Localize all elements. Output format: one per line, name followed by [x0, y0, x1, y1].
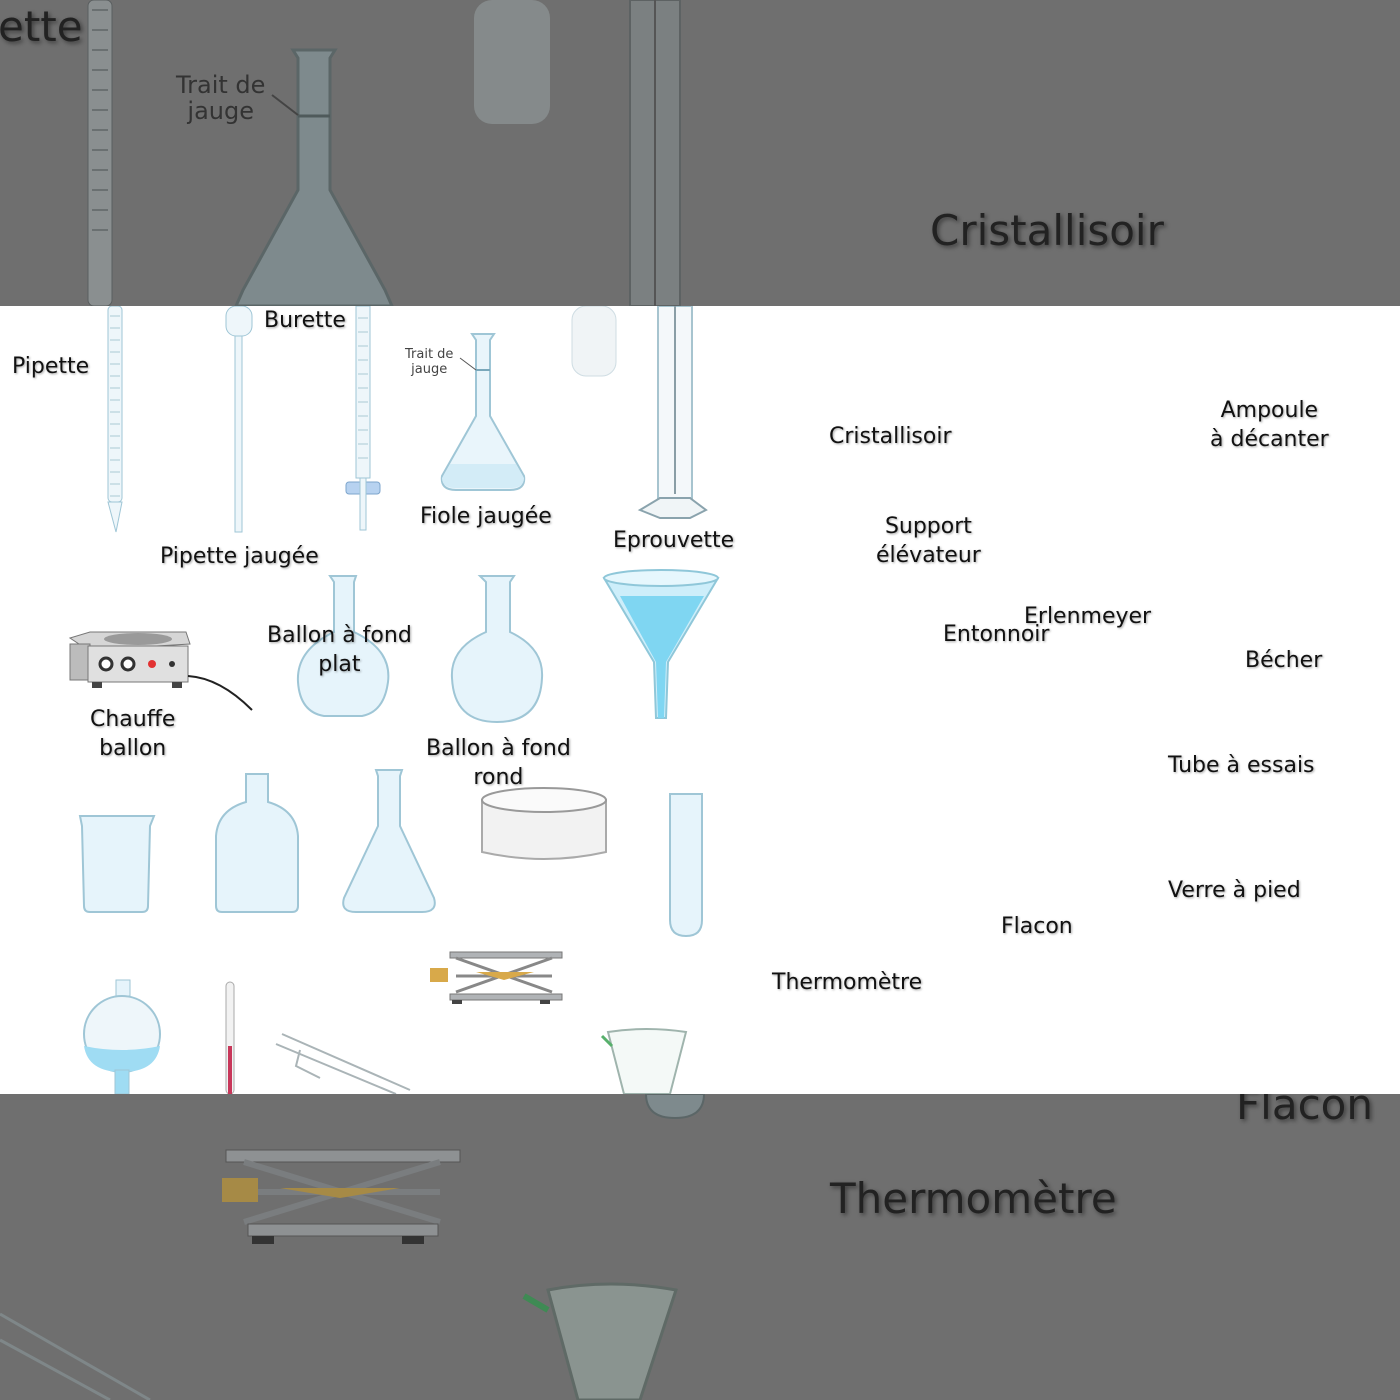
top-cristallisoir-label: Cristallisoir [930, 206, 1164, 255]
lab-equipment-panel: Pipette Burette Trait de jauge Fiole jau… [0, 306, 1400, 1094]
bottom-support-shape [222, 1149, 461, 1244]
label-ampoule-a-decanter: Ampoule à décanter [1210, 398, 1329, 452]
label-chauffe-ballon: Chauffe ballon [90, 707, 176, 761]
ballon-fond-rond-drawing [450, 575, 544, 724]
top-band-drawings [87, 0, 681, 306]
label-burette: Burette [264, 308, 346, 333]
fiole-jaugee-drawing [440, 333, 526, 491]
label-fiole-jaugee: Fiole jaugée [420, 504, 552, 529]
label-pipette: Pipette [12, 354, 90, 379]
glass-rod-drawing [275, 1033, 411, 1094]
label-tube-a-essais: Tube à essais [1168, 753, 1315, 778]
label-support-elevateur: Support élévateur [876, 514, 981, 568]
label-erlenmeyer: Erlenmeyer [1024, 604, 1152, 629]
burette-drawing [345, 306, 381, 531]
top-zoom-band: ette Trait de jauge Cristallisoir [0, 0, 1400, 306]
chauffe-ballon-drawing [68, 631, 253, 711]
lab-equipment-drawings [68, 306, 720, 1094]
label-eprouvette: Eprouvette [613, 528, 735, 553]
top-partial-label: ette [0, 2, 83, 51]
label-ballon-fond-rond: Ballon à fond rond [426, 736, 571, 790]
top-pipette-shape [87, 0, 113, 306]
label-flacon: Flacon [1001, 914, 1073, 939]
label-entonnoir: Entonnoir [943, 622, 1050, 647]
top-bottle-shape [474, 0, 550, 124]
erlenmeyer-drawing [342, 769, 436, 913]
pipette-drawing [107, 306, 123, 533]
cristallisoir-drawing [481, 787, 607, 860]
ampoule-decanter-drawing [83, 979, 161, 1094]
support-elevateur-drawing [430, 951, 563, 1004]
bottom-tube-shape [644, 1094, 706, 1120]
eprouvette-drawing [637, 306, 708, 519]
bottom-verre-shape [546, 1282, 678, 1400]
label-trait-de-jauge: Trait de jauge [405, 347, 454, 377]
entonnoir-drawing [602, 569, 720, 719]
top-pipette-graduations [92, 9, 108, 231]
label-ballon-fond-plat: Ballon à fond plat [267, 623, 412, 677]
label-becher: Bécher [1245, 648, 1323, 673]
label-verre-a-pied: Verre à pied [1168, 878, 1301, 903]
label-pipette-jaugee: Pipette jaugée [160, 544, 319, 569]
bottle-drawing [571, 306, 617, 377]
tube-essais-drawing [669, 793, 703, 938]
flacon-drawing [215, 773, 299, 913]
label-thermometre: Thermomètre [772, 970, 923, 995]
bottom-rods-shape [0, 1312, 151, 1400]
top-fiole-shape [234, 48, 394, 306]
top-trait-label: Trait de jauge [176, 71, 266, 125]
becher-drawing [78, 815, 156, 913]
bottom-thermometre-label: Thermomètre [830, 1174, 1117, 1223]
thermometre-drawing [225, 981, 235, 1094]
pipette-jaugee-drawing [225, 306, 253, 533]
label-cristallisoir: Cristallisoir [829, 424, 952, 449]
bottom-zoom-band: Flacon Thermomètre [0, 1094, 1400, 1400]
verre-a-pied-drawing [600, 1028, 688, 1094]
ballon-fond-plat-drawing [296, 575, 390, 717]
bottom-band-drawings [0, 1094, 706, 1400]
bottom-flacon-label: Flacon [1236, 1094, 1373, 1129]
